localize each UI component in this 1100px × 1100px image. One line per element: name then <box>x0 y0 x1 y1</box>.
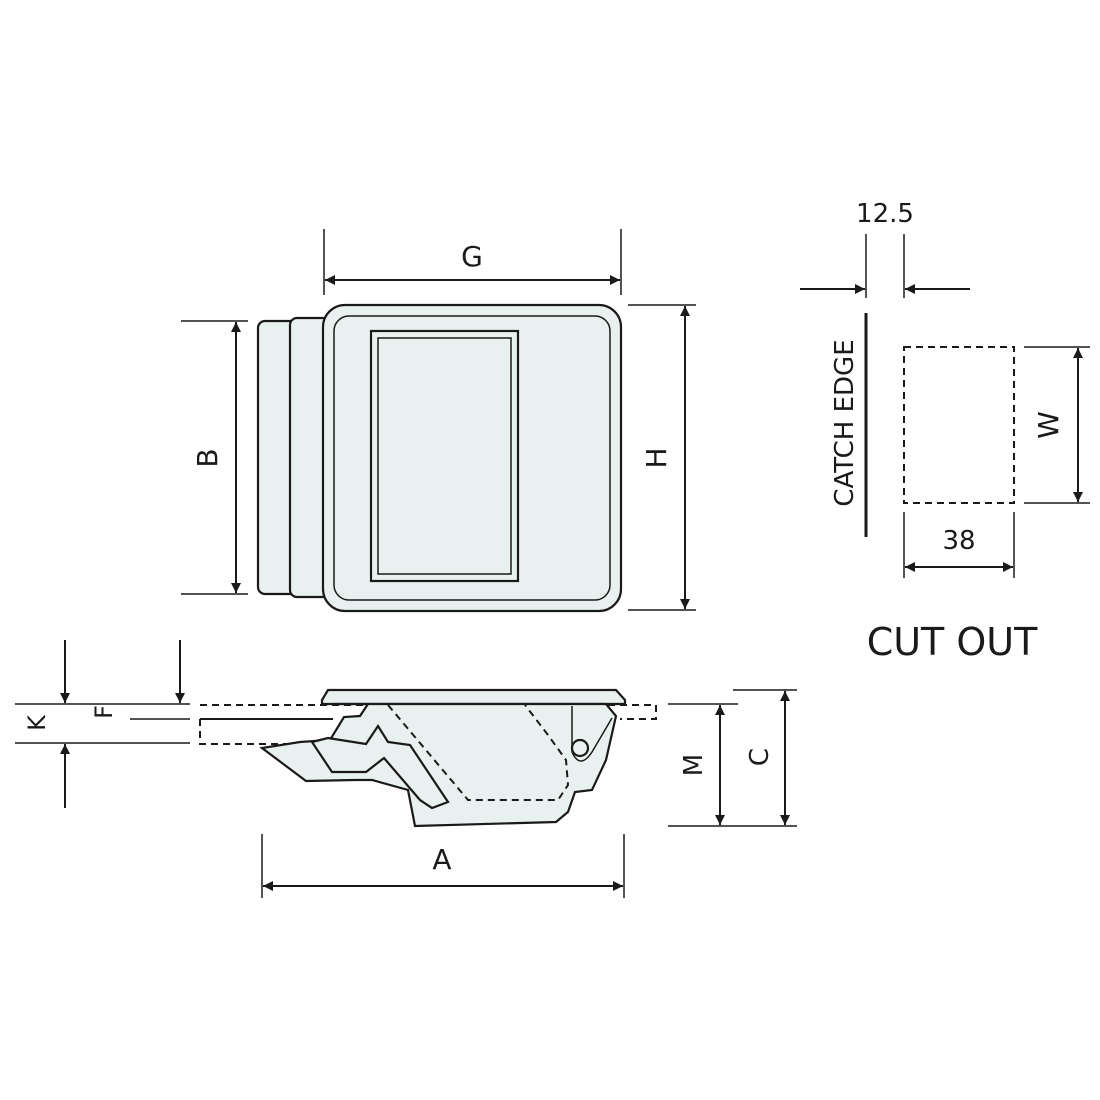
catch-edge-label: CATCH EDGE <box>830 339 860 506</box>
m-label: M <box>679 754 709 776</box>
cutout-outline <box>903 346 1015 504</box>
offset-value: 12.5 <box>856 199 914 229</box>
push-button-face <box>377 337 512 575</box>
f-label: F <box>90 705 118 719</box>
side-view: K F M C A <box>15 640 797 898</box>
front-view: G H B <box>181 229 696 613</box>
g-label: G <box>461 240 483 273</box>
spring-pivot <box>570 738 590 758</box>
bezel-lip <box>320 688 627 706</box>
width-value: 38 <box>942 526 975 556</box>
c-label: C <box>745 748 775 766</box>
cutout-view: 12.5 CATCH EDGE W 38 CUT OUT <box>800 199 1090 664</box>
panel-body-outline <box>199 719 300 745</box>
bezel-inner-edge <box>333 315 611 601</box>
w-label: W <box>1032 411 1065 439</box>
latch-internal-hidden <box>387 704 570 801</box>
push-button <box>369 329 520 583</box>
latch-tongue <box>310 723 450 810</box>
k-label: K <box>23 714 51 731</box>
b-label: B <box>191 448 224 467</box>
h-label: H <box>640 447 673 468</box>
cutout-title: CUT OUT <box>867 620 1038 664</box>
a-label: A <box>432 843 451 876</box>
